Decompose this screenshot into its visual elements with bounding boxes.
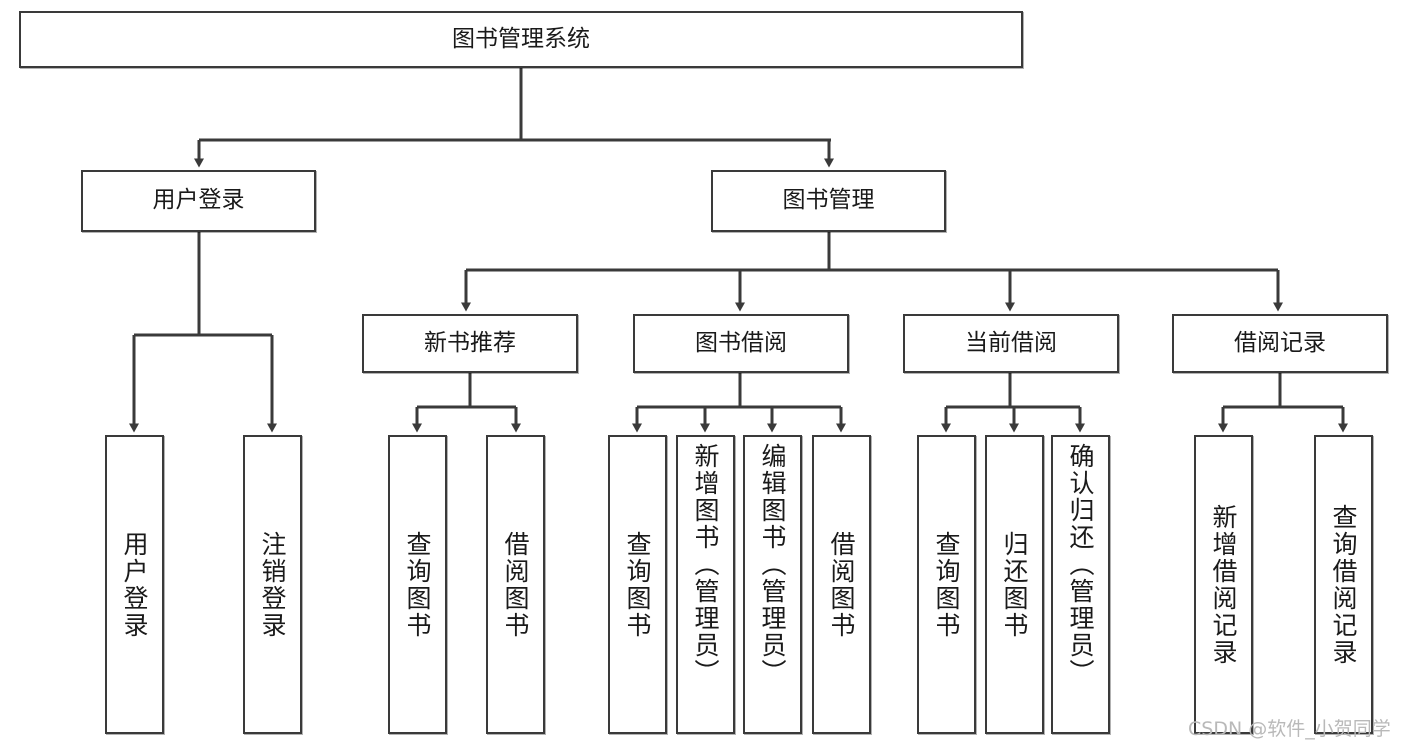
- node-borrow-record-label: 借阅记录: [1234, 329, 1326, 356]
- node-leaf-return-book-label: 归还图书: [1000, 530, 1029, 639]
- node-leaf-query-record-label: 查询借阅记录: [1329, 503, 1358, 666]
- node-leaf-borrow-book-1-label: 借阅图书: [501, 530, 530, 639]
- node-current-borrow-label: 当前借阅: [965, 329, 1057, 356]
- node-leaf-query-book-2-label: 查询图书: [623, 530, 652, 639]
- node-new-book-rec[interactable]: 新书推荐: [362, 314, 578, 373]
- node-leaf-borrow-book-2[interactable]: 借阅图书: [812, 435, 871, 734]
- node-leaf-edit-book[interactable]: 编辑图书（管理员）: [743, 435, 802, 734]
- node-leaf-edit-book-label: 编辑图书（管理员）: [758, 443, 787, 686]
- node-leaf-add-record-label: 新增借阅记录: [1209, 503, 1238, 666]
- node-book-borrow[interactable]: 图书借阅: [633, 314, 849, 373]
- watermark: CSDN @软件_小贺同学: [1188, 718, 1391, 740]
- node-leaf-query-record[interactable]: 查询借阅记录: [1314, 435, 1373, 734]
- node-leaf-query-book-1[interactable]: 查询图书: [388, 435, 447, 734]
- node-leaf-user-logout[interactable]: 注销登录: [243, 435, 302, 734]
- node-leaf-query-book-3[interactable]: 查询图书: [917, 435, 976, 734]
- node-leaf-user-login[interactable]: 用户登录: [105, 435, 164, 734]
- node-leaf-user-login-label: 用户登录: [120, 530, 149, 639]
- node-root-label: 图书管理系统: [452, 25, 590, 52]
- node-leaf-add-record[interactable]: 新增借阅记录: [1194, 435, 1253, 734]
- node-root[interactable]: 图书管理系统: [19, 11, 1023, 68]
- node-leaf-query-book-3-label: 查询图书: [932, 530, 961, 639]
- node-leaf-query-book-2[interactable]: 查询图书: [608, 435, 667, 734]
- node-book-manage-label: 图书管理: [782, 187, 875, 214]
- node-leaf-borrow-book-2-label: 借阅图书: [827, 530, 856, 639]
- node-leaf-user-logout-label: 注销登录: [258, 530, 287, 639]
- node-borrow-record[interactable]: 借阅记录: [1172, 314, 1388, 373]
- node-leaf-confirm-return[interactable]: 确认归还（管理员）: [1051, 435, 1110, 734]
- node-book-borrow-label: 图书借阅: [695, 329, 787, 356]
- node-leaf-confirm-return-label: 确认归还（管理员）: [1066, 443, 1095, 686]
- node-leaf-return-book[interactable]: 归还图书: [985, 435, 1044, 734]
- node-new-book-rec-label: 新书推荐: [424, 329, 516, 356]
- node-user-login-label: 用户登录: [152, 187, 245, 214]
- node-leaf-query-book-1-label: 查询图书: [403, 530, 432, 639]
- node-leaf-add-book-label: 新增图书（管理员）: [691, 443, 720, 686]
- node-leaf-borrow-book-1[interactable]: 借阅图书: [486, 435, 545, 734]
- node-user-login[interactable]: 用户登录: [81, 170, 316, 232]
- node-book-manage[interactable]: 图书管理: [711, 170, 946, 232]
- node-leaf-add-book[interactable]: 新增图书（管理员）: [676, 435, 735, 734]
- node-current-borrow[interactable]: 当前借阅: [903, 314, 1119, 373]
